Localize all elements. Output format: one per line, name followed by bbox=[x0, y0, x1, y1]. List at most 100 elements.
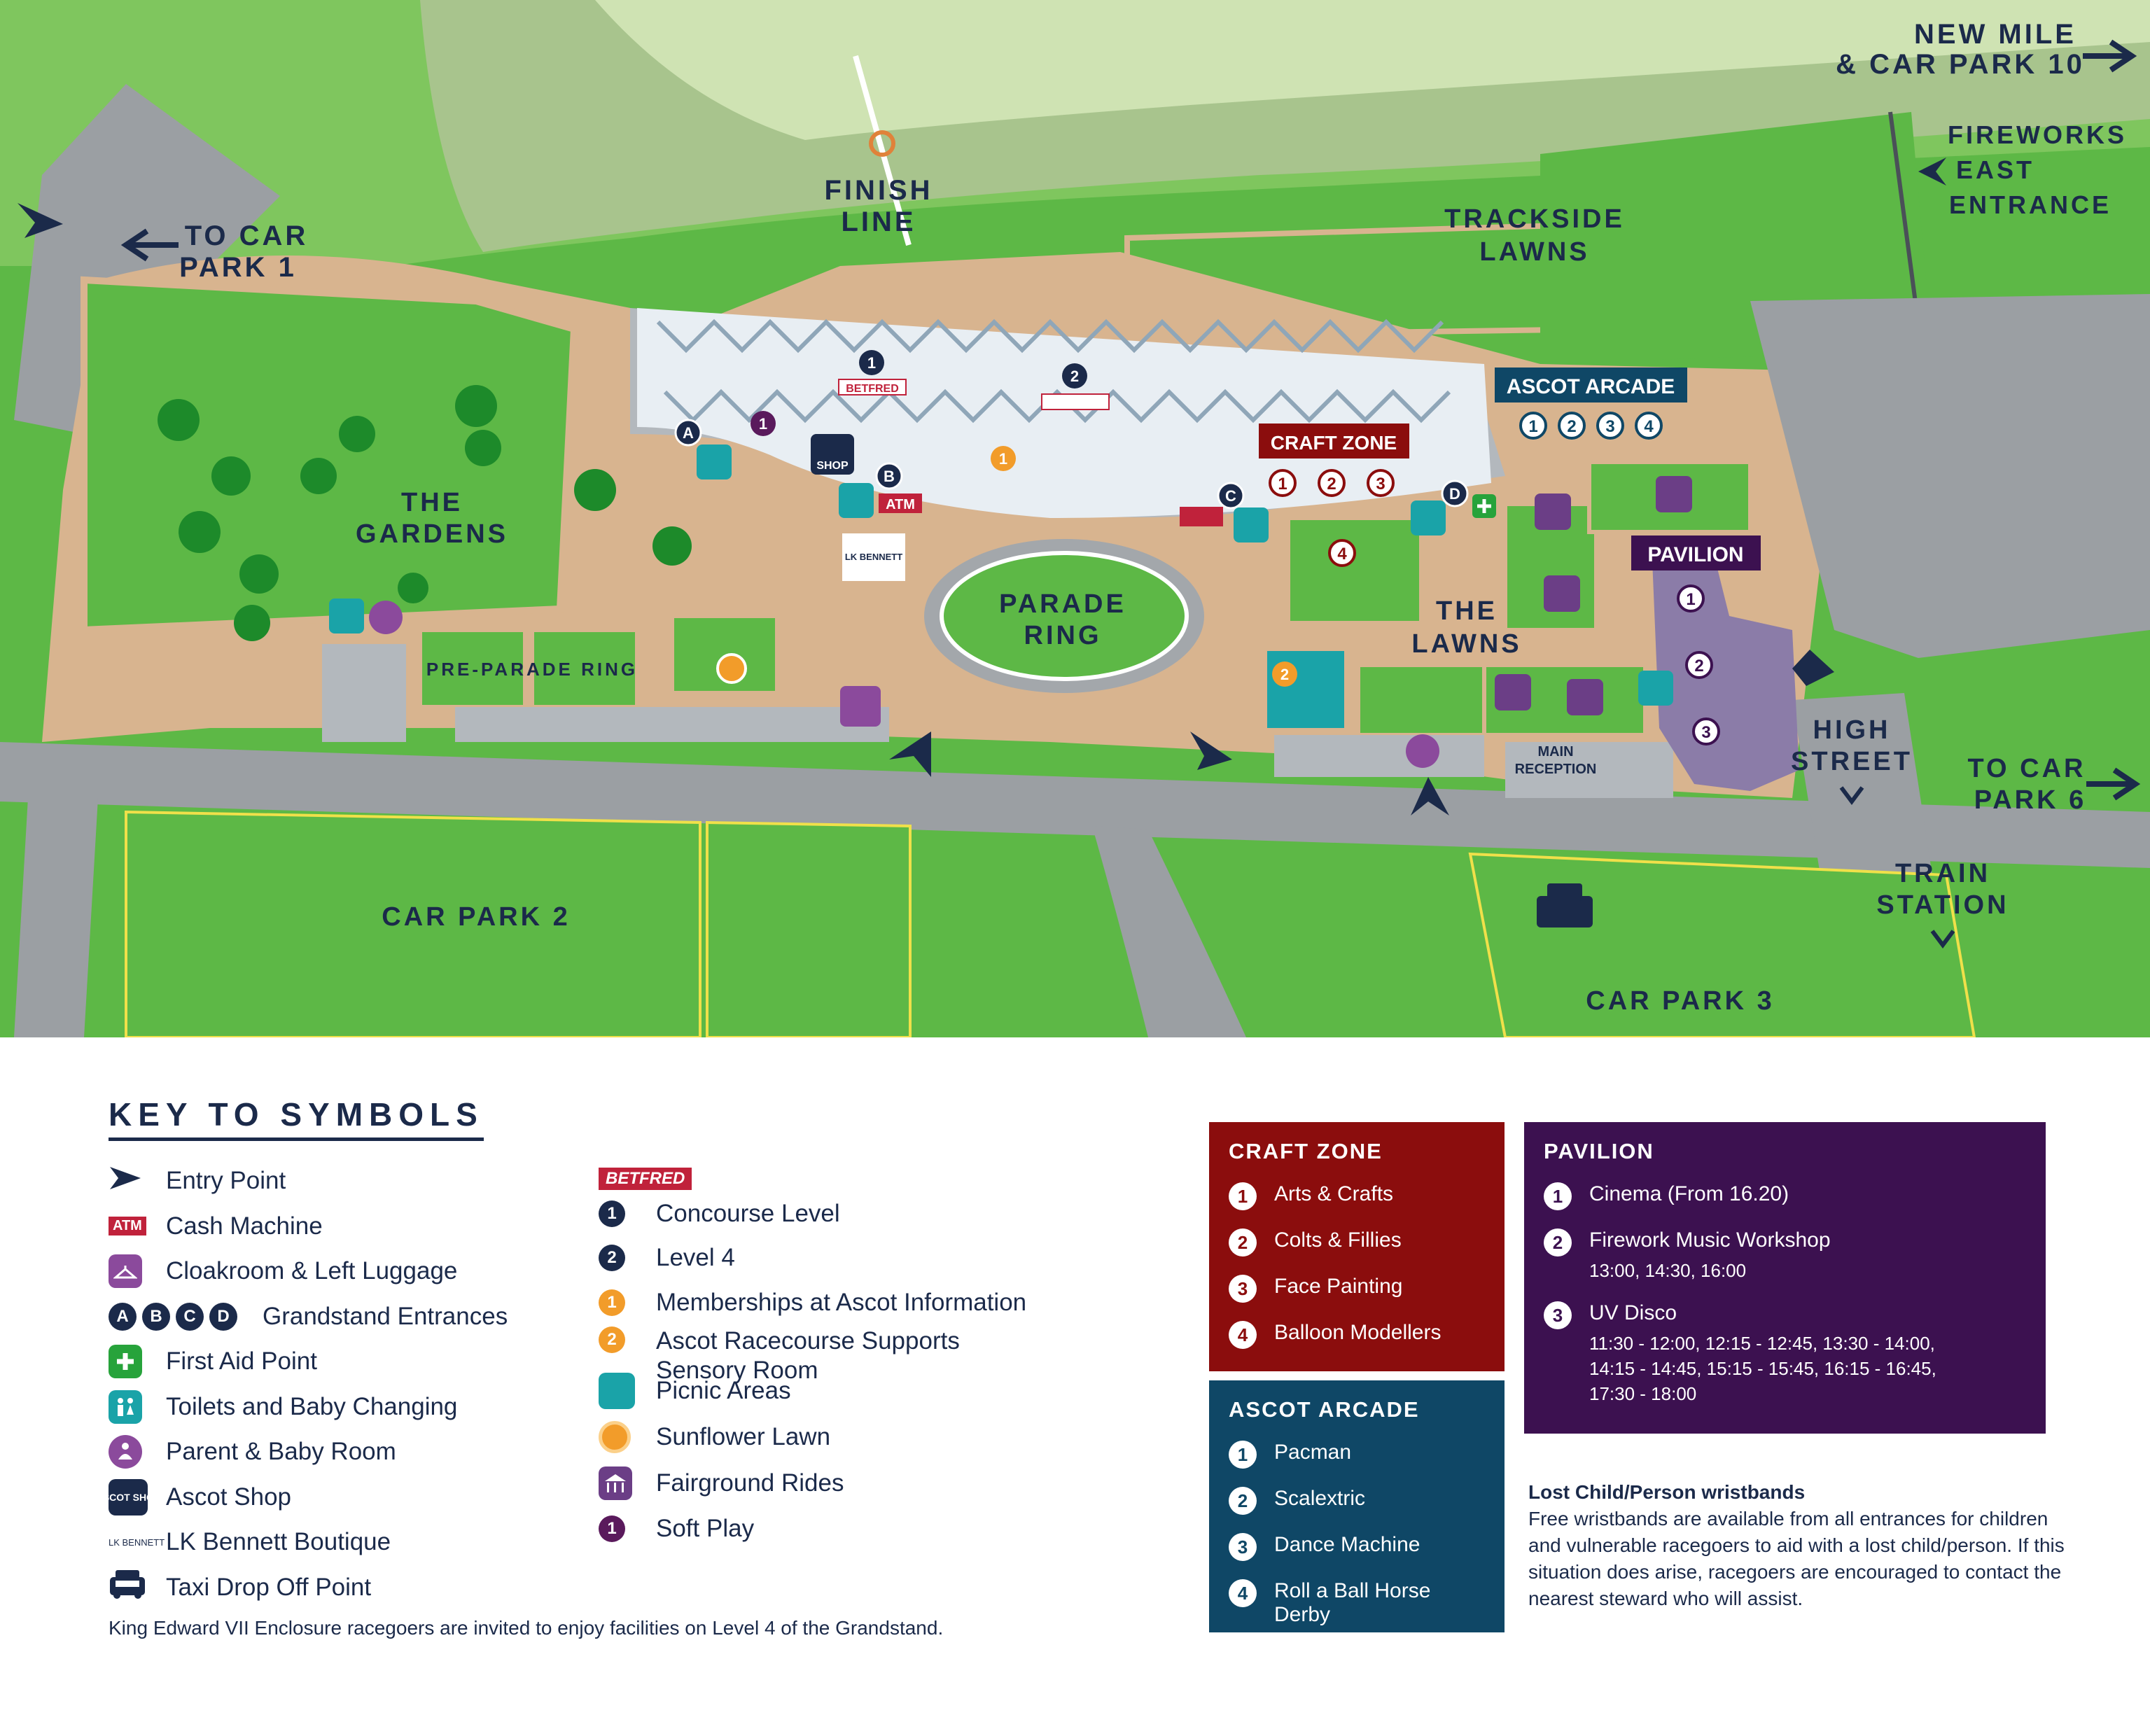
lawns-label: LAWNS bbox=[1479, 237, 1589, 267]
lk-bennett-icon-wrap: LK BENNETT bbox=[109, 1537, 166, 1548]
svg-text:1: 1 bbox=[1686, 590, 1695, 609]
pavilion-label: PAVILION bbox=[1647, 543, 1743, 566]
picnic-square-icon-wrap bbox=[599, 1373, 656, 1409]
entry-arrow-icon bbox=[18, 203, 63, 238]
craft-zone-title: CRAFT ZONE bbox=[1229, 1139, 1383, 1163]
pavilion-number-icon: 3 bbox=[1544, 1301, 1572, 1329]
svg-text:3: 3 bbox=[1376, 475, 1385, 493]
circle-1-orange-icon: 1 bbox=[599, 1289, 625, 1316]
taxi-icon bbox=[109, 1569, 146, 1606]
station-label: STATION bbox=[1876, 890, 2009, 920]
park-6-label: PARK 6 bbox=[1974, 785, 2087, 815]
betfred-logo-icon: BETFRED bbox=[599, 1168, 692, 1190]
car-park-10-label: & CAR PARK 10 bbox=[1836, 49, 2085, 80]
svg-text:3: 3 bbox=[1701, 723, 1710, 742]
pavilion-item-label: Firework Music Workshop bbox=[1589, 1228, 1831, 1252]
high-street-road bbox=[1792, 693, 1932, 875]
ascot-arcade-item-label: Scalextric bbox=[1274, 1487, 1366, 1510]
parent-baby-icon bbox=[1406, 734, 1439, 768]
entrance-letter-icon: D bbox=[209, 1302, 237, 1331]
circle-1-purple-icon-wrap: 1 bbox=[599, 1516, 656, 1542]
first-aid-icon bbox=[109, 1345, 142, 1378]
circle-1-navy-icon-wrap: 1 bbox=[599, 1200, 656, 1227]
to-car-label: TO CAR bbox=[185, 220, 309, 251]
ascot-arcade-number-icon: 1 bbox=[1229, 1441, 1257, 1469]
memberships-marker bbox=[991, 446, 1016, 471]
atm-icon bbox=[879, 493, 922, 513]
main-label: MAIN bbox=[1537, 744, 1573, 760]
arrow-left-icon bbox=[120, 228, 179, 262]
legend-label: Cloakroom & Left Luggage bbox=[166, 1257, 458, 1284]
legend-label: Soft Play bbox=[656, 1515, 755, 1542]
parade-label: PARADE bbox=[999, 589, 1126, 619]
main-reception-building bbox=[1505, 742, 1673, 798]
first-aid-icon-wrap bbox=[109, 1345, 166, 1378]
atm-label: ATM bbox=[886, 497, 915, 512]
lawns-the-label: THE bbox=[1436, 596, 1498, 626]
parent-baby-icon bbox=[369, 601, 403, 634]
entry-arrow-icon bbox=[889, 732, 931, 777]
legend-label: Parent & Baby Room bbox=[166, 1438, 396, 1465]
entrance-markers bbox=[674, 419, 1469, 510]
craft-zone-number-icon: 3 bbox=[1229, 1275, 1257, 1303]
pre-parade-lawn-1 bbox=[418, 628, 527, 709]
circle-1-navy-icon: 1 bbox=[599, 1200, 625, 1227]
ascot-arcade-title: ASCOT ARCADE bbox=[1229, 1397, 1420, 1422]
legend-label-line2: Sensory Room bbox=[656, 1357, 818, 1384]
ascot-arcade-number-icon: 2 bbox=[1229, 1487, 1257, 1515]
svg-text:4: 4 bbox=[1644, 417, 1654, 436]
racetrack-inner bbox=[595, 0, 2150, 140]
main-road bbox=[0, 742, 2150, 868]
ascot-arcade-number-icon: 3 bbox=[1229, 1533, 1257, 1561]
car-park-2-area bbox=[125, 810, 701, 1037]
legend-label: Taxi Drop Off Point bbox=[166, 1573, 372, 1601]
pavilion-item-label: UV Disco bbox=[1589, 1301, 1677, 1324]
parent-baby-icon-wrap bbox=[109, 1435, 166, 1469]
memberships-number: 1 bbox=[999, 450, 1007, 468]
legend-label: First Aid Point bbox=[166, 1348, 317, 1375]
ascot-arcade-item-label: Pacman bbox=[1274, 1441, 1352, 1464]
reception-label: RECEPTION bbox=[1515, 762, 1597, 777]
toilet-icon bbox=[109, 1390, 142, 1424]
legend-label: Entry Point bbox=[166, 1167, 286, 1194]
finish-post-icon bbox=[869, 130, 895, 157]
entrance-letter-icon: B bbox=[142, 1302, 170, 1331]
entrance-label: ENTRANCE bbox=[1949, 190, 2111, 219]
road-south bbox=[1092, 826, 1246, 1037]
lk-bennett-icon bbox=[842, 533, 905, 581]
street-label: STREET bbox=[1791, 747, 1913, 776]
shop-label: SHOP bbox=[816, 460, 849, 472]
legend-label: Toilets and Baby Changing bbox=[166, 1392, 458, 1420]
arrow-right-icon bbox=[2086, 767, 2141, 801]
craft-zone-label: CRAFT ZONE bbox=[1271, 432, 1397, 454]
trackside-label: TRACKSIDE bbox=[1444, 204, 1625, 234]
hanger-icon bbox=[109, 1254, 142, 1288]
craft-zone-number-icon: 4 bbox=[1229, 1321, 1257, 1349]
fairground-icon bbox=[1495, 476, 1692, 715]
parent-baby-icon bbox=[109, 1435, 142, 1469]
legend-item: First Aid Point bbox=[109, 1341, 317, 1382]
legend-item: Parent & Baby Room bbox=[109, 1432, 396, 1472]
ascot-arcade-banner bbox=[1495, 368, 1687, 402]
craft-markers bbox=[1269, 469, 1395, 567]
entry-arrow-icon bbox=[1411, 777, 1449, 816]
entry-arrow-icon bbox=[109, 1164, 142, 1198]
legend-item-2: Picnic Areas bbox=[599, 1371, 791, 1411]
car-park-2b-area bbox=[706, 820, 912, 1037]
lk-bennett-label: LK BENNETT bbox=[845, 552, 902, 562]
enclosure-note: King Edward VII Enclosure racegoers are … bbox=[109, 1617, 944, 1639]
svg-text:D: D bbox=[1449, 485, 1460, 503]
circle-2-navy-icon-wrap: 2 bbox=[599, 1245, 656, 1271]
pavilion-building bbox=[1652, 560, 1799, 791]
pre-parade-lawn-2 bbox=[530, 628, 639, 709]
legend-label: Level 4 bbox=[656, 1244, 735, 1271]
to-car-6-label: TO CAR bbox=[1968, 754, 2086, 783]
